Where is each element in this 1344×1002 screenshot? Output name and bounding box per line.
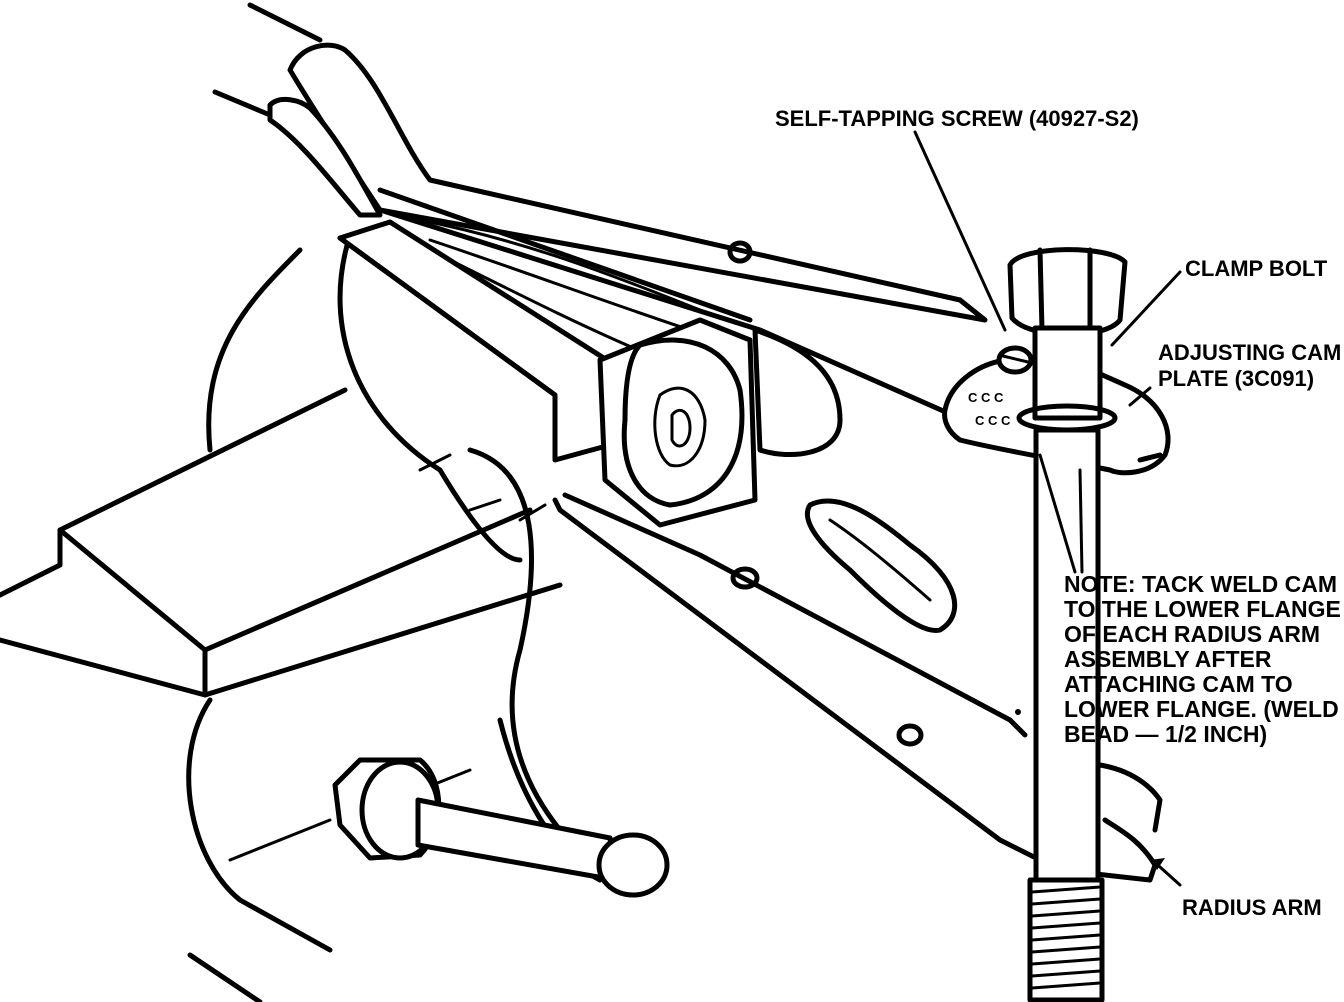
weld-note: NOTE: TACK WELD CAM TO THE LOWER FLANGE … xyxy=(1064,571,1341,747)
note-line-5: ATTACHING CAM TO xyxy=(1064,671,1293,697)
cam-plate-label-line1: ADJUSTING CAM xyxy=(1158,340,1341,365)
note-line-7: BEAD — 1/2 INCH) xyxy=(1064,721,1267,747)
leader-lines xyxy=(913,130,1182,887)
radius-arm-fork xyxy=(212,2,988,357)
vise-handle xyxy=(332,757,670,898)
note-line-6: LOWER FLANGE. (WELD xyxy=(1064,696,1339,722)
svg-text:C C C: C C C xyxy=(968,390,1004,405)
note-line-3: OF EACH RADIUS ARM xyxy=(1064,621,1320,647)
clamp-bolt-label: CLAMP BOLT xyxy=(1185,256,1328,281)
note-line-4: ASSEMBLY AFTER xyxy=(1064,646,1272,672)
radius-arm-bushing xyxy=(597,317,758,528)
screw-label: SELF-TAPPING SCREW (40927-S2) xyxy=(775,106,1139,131)
svg-text:C C C: C C C xyxy=(975,413,1011,428)
radius-arm-label: RADIUS ARM xyxy=(1182,895,1322,920)
note-line-2: TO THE LOWER FLANGE xyxy=(1064,596,1341,622)
self-tapping-screw xyxy=(996,345,1034,375)
cam-plate-label-line2: PLATE (3C091) xyxy=(1158,366,1314,391)
radius-arm-plate xyxy=(377,207,1163,883)
note-line-1: NOTE: TACK WELD CAM xyxy=(1064,571,1337,597)
clamp-bolt xyxy=(1007,247,1128,1002)
